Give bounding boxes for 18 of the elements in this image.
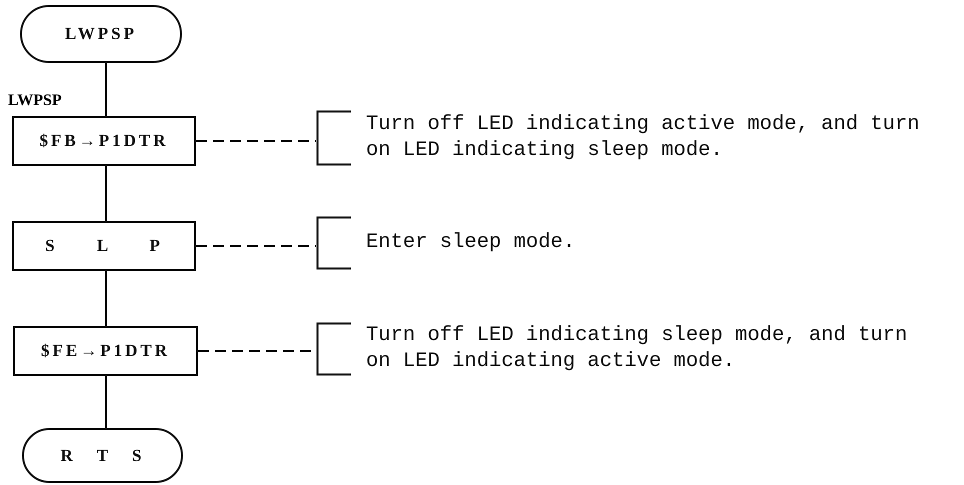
flow-line <box>105 376 107 428</box>
entry-label: LWPSP <box>8 92 62 110</box>
flow-line <box>105 166 107 221</box>
step-label: S L P <box>45 236 163 256</box>
comment-text: Turn off LED indicating sleep mode, and turn on LED indicating active mode. <box>366 323 908 375</box>
process-box <box>12 221 196 271</box>
step-label: $FE→P1DTR <box>41 341 170 361</box>
comment-text: Turn off LED indicating active mode, and turn on LED indicating sleep mode. <box>366 112 921 164</box>
dashed-connector <box>196 245 316 247</box>
flow-line <box>105 63 107 116</box>
process-box <box>12 116 196 166</box>
process-box <box>13 326 198 376</box>
flow-line <box>105 271 107 326</box>
step-label: R T S <box>60 446 144 466</box>
comment-text: Enter sleep mode. <box>366 230 576 256</box>
step-label: LWPSP <box>64 24 137 44</box>
dashed-connector <box>196 140 316 142</box>
step-label: $FB→P1DTR <box>40 131 168 151</box>
